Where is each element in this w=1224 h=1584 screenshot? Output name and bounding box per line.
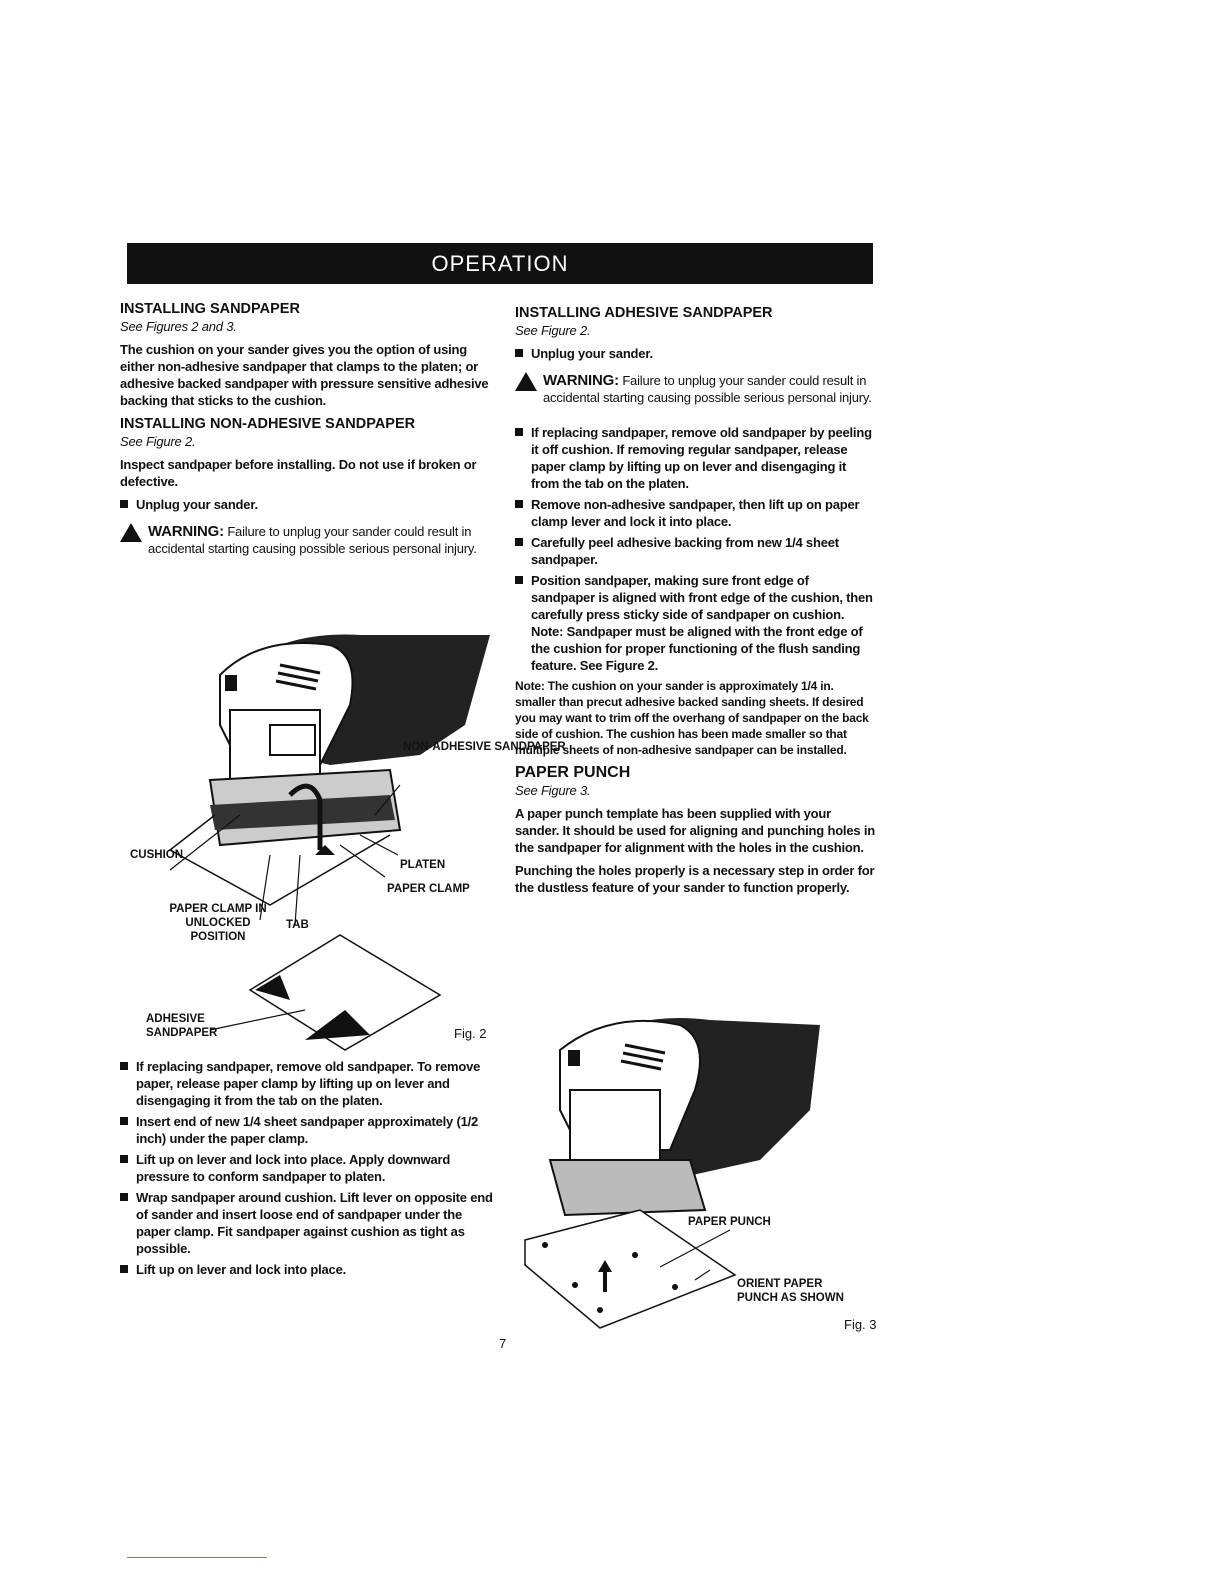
figure-reference: See Figure 3. <box>515 783 591 798</box>
footer-divider <box>127 1557 267 1558</box>
list-item-text: If replacing sandpaper, remove old sandp… <box>136 1059 481 1108</box>
list-item-text: Position sandpaper, making sure front ed… <box>531 573 873 673</box>
right-column: INSTALLING ADHESIVE SANDPAPER See Figure… <box>515 304 875 902</box>
list-item-text: Unplug your sander. <box>136 497 258 512</box>
warning-block: WARNING: Failure to unplug your sander c… <box>515 372 875 406</box>
bullet-icon <box>515 538 523 546</box>
list-item-text: Carefully peel adhesive backing from new… <box>531 535 839 567</box>
bullet-icon <box>515 428 523 436</box>
label-tab: TAB <box>286 919 309 931</box>
figure-3-paper-punch-illustration <box>524 1018 820 1329</box>
heading-adhesive: INSTALLING ADHESIVE SANDPAPER <box>515 305 773 321</box>
figure-3-caption: Fig. 3 <box>844 1317 877 1332</box>
bullet-icon <box>120 1265 128 1273</box>
bullet-icon <box>515 349 523 357</box>
bullet-icon <box>120 1155 128 1163</box>
heading-paper-punch: PAPER PUNCH <box>515 764 631 781</box>
label-clamp-unlocked: PAPER CLAMP IN UNLOCKED POSITION <box>169 903 267 943</box>
list-item: If replacing sandpaper, remove old sandp… <box>515 424 875 492</box>
list-item: Unplug your sander. <box>515 345 875 362</box>
left-column: INSTALLING SANDPAPER See Figures 2 and 3… <box>120 300 495 567</box>
label-paper-punch: PAPER PUNCH <box>688 1216 771 1228</box>
label-cushion: CUSHION <box>130 849 184 861</box>
list-item-text: If replacing sandpaper, remove old sandp… <box>531 425 872 491</box>
bullet-icon <box>120 1117 128 1125</box>
figure-2-sander-illustration <box>168 634 490 1051</box>
list-item: Lift up on lever and lock into place. <box>120 1261 495 1278</box>
note-paragraph: Note: The cushion on your sander is appr… <box>515 679 869 757</box>
bullet-icon <box>120 500 128 508</box>
intro-paragraph: The cushion on your sander gives you the… <box>120 342 489 408</box>
list-item: Insert end of new 1/4 sheet sandpaper ap… <box>120 1113 495 1147</box>
warning-block: WARNING: Failure to unplug your sander c… <box>120 523 495 557</box>
list-item-text: Wrap sandpaper around cushion. Lift leve… <box>136 1190 493 1256</box>
warning-text: Failure to unplug your sander could resu… <box>543 373 872 405</box>
figure-reference: See Figure 2. <box>515 323 591 338</box>
punch-paragraph-2: Punching the holes properly is a necessa… <box>515 863 875 895</box>
bullet-icon <box>515 576 523 584</box>
label-adhesive-sandpaper: ADHESIVE SANDPAPER <box>146 1013 218 1039</box>
list-item-text: Unplug your sander. <box>531 346 653 361</box>
figure-2-caption: Fig. 2 <box>454 1026 487 1041</box>
list-item: Lift up on lever and lock into place. Ap… <box>120 1151 495 1185</box>
bullet-icon <box>120 1193 128 1201</box>
list-item-text: Lift up on lever and lock into place. Ap… <box>136 1152 451 1184</box>
warning-text: Failure to unplug your sander could resu… <box>148 524 477 556</box>
warning-label: WARNING: <box>543 372 619 389</box>
list-item-text: Insert end of new 1/4 sheet sandpaper ap… <box>136 1114 479 1146</box>
page-number: 7 <box>499 1336 507 1351</box>
section-header: OPERATION <box>127 243 873 284</box>
heading-installing-sandpaper: INSTALLING SANDPAPER <box>120 301 300 317</box>
label-orient-paper-punch: ORIENT PAPER PUNCH AS SHOWN <box>737 1278 844 1304</box>
warning-label: WARNING: <box>148 523 224 540</box>
list-item: Unplug your sander. <box>120 496 495 513</box>
list-item: Position sandpaper, making sure front ed… <box>515 572 875 674</box>
warning-icon <box>120 523 142 542</box>
label-paper-clamp: PAPER CLAMP <box>387 883 470 895</box>
inspect-paragraph: Inspect sandpaper before installing. Do … <box>120 457 477 489</box>
bullet-icon <box>120 1062 128 1070</box>
list-item: If replacing sandpaper, remove old sandp… <box>120 1058 495 1109</box>
left-bullets: If replacing sandpaper, remove old sandp… <box>120 1058 495 1282</box>
bullet-icon <box>515 500 523 508</box>
list-item: Wrap sandpaper around cushion. Lift leve… <box>120 1189 495 1257</box>
list-item: Carefully peel adhesive backing from new… <box>515 534 875 568</box>
label-non-adhesive-sandpaper: NON-ADHESIVE SANDPAPER <box>403 741 566 753</box>
label-platen: PLATEN <box>400 859 446 871</box>
figure-reference: See Figures 2 and 3. <box>120 319 237 334</box>
punch-paragraph-1: A paper punch template has been supplied… <box>515 806 875 855</box>
list-item-text: Lift up on lever and lock into place. <box>136 1262 347 1277</box>
list-item-text: Remove non-adhesive sandpaper, then lift… <box>531 497 860 529</box>
heading-non-adhesive: INSTALLING NON-ADHESIVE SANDPAPER <box>120 416 416 432</box>
list-item: Remove non-adhesive sandpaper, then lift… <box>515 496 875 530</box>
figure-reference: See Figure 2. <box>120 434 196 449</box>
warning-icon <box>515 372 537 391</box>
